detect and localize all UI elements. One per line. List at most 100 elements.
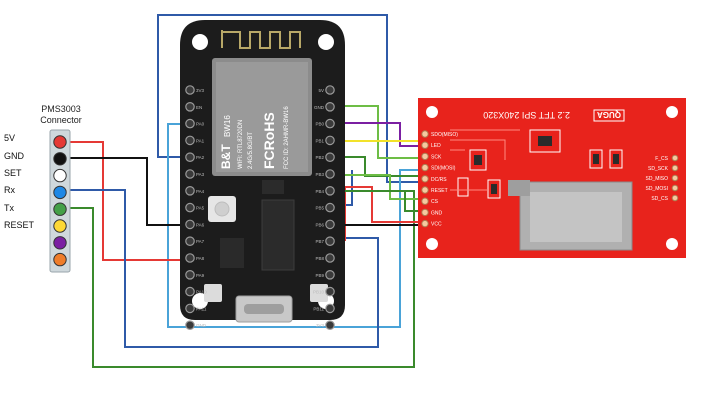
tft-pin-label: SCK xyxy=(431,154,442,160)
tft-component-2 xyxy=(469,149,487,171)
tft-brand: QUGA xyxy=(597,110,621,119)
tft-component-4 xyxy=(589,149,603,169)
mcu-pin xyxy=(185,219,195,230)
tft-pin xyxy=(421,163,429,172)
tft-mount-hole-bl xyxy=(426,238,438,250)
tft-pin xyxy=(421,219,429,228)
mcu-pin xyxy=(325,219,335,230)
mcu-pin-label: PB7 xyxy=(315,239,324,244)
mcu-pin xyxy=(185,253,195,263)
mcu-model: BW16 xyxy=(223,115,232,137)
connector-pin-dot xyxy=(53,252,67,267)
sd-pin-label: SD_MISO xyxy=(645,176,668,182)
connector-title: PMS3003 Connector xyxy=(26,104,96,126)
mcu-pin-label: PA0 xyxy=(196,122,205,127)
mcu-pin-label: PB11 xyxy=(313,306,324,311)
mcu-pin xyxy=(185,202,195,213)
connector-title-line1: PMS3003 xyxy=(41,104,81,114)
tft-display-board: 2.2 TFT SPI 240X320 QUGA SDO(MISO)LEDSCK… xyxy=(418,98,686,258)
regulator-chip xyxy=(220,238,244,268)
sd-pin xyxy=(671,194,679,202)
mcu-cert: FCRoHS xyxy=(261,112,277,169)
mcu-pin-label: PB0 xyxy=(315,122,324,127)
mcu-pin xyxy=(185,320,195,330)
mcu-board: B&T BW16 WIFI: RTL8720DN 2.4G/5.8G/BT FC… xyxy=(180,20,345,330)
tft-pin-label: GND xyxy=(431,210,443,216)
mcu-pin-label: 3V3 xyxy=(316,323,325,328)
mcu-pin-label: EN xyxy=(196,105,202,110)
mcu-pin-label: PA5 xyxy=(196,206,205,211)
wire-lightgreen-2 xyxy=(330,174,425,200)
tft-pin xyxy=(421,175,429,183)
mcu-pin xyxy=(185,286,195,297)
connector-pin-label-tx: Tx xyxy=(4,203,14,213)
mcu-pin xyxy=(325,303,335,314)
tft-component-6 xyxy=(457,177,469,197)
mcu-pin-label: PB10 xyxy=(313,290,325,295)
mount-hole-tl xyxy=(192,34,208,50)
mcu-pin xyxy=(185,135,195,146)
mcu-pin-label: 5V xyxy=(318,88,324,93)
mcu-right-pins: 5VGNDPB0PB1PB2PB3PB4PB5PB6PB7PB8PB9PB10P… xyxy=(313,85,335,330)
pms3003-connector xyxy=(49,129,71,273)
mcu-pin xyxy=(325,169,335,179)
connector-pin-dot xyxy=(53,236,67,250)
tft-pin-label: DC/RS xyxy=(431,177,447,183)
mcu-pin xyxy=(185,102,195,112)
wire-blue-top xyxy=(157,14,425,183)
tft-pin-label: VCC xyxy=(431,222,442,228)
sd-pin xyxy=(671,184,679,192)
mcu-pin-label: PA10 xyxy=(196,290,207,295)
tft-component-5 xyxy=(609,149,623,169)
mcu-pin-label: PB1 xyxy=(315,138,324,143)
sd-pin-label: SD_SCK xyxy=(648,166,669,172)
tft-component-1 xyxy=(529,129,561,153)
tft-pin-label: LED xyxy=(431,143,441,149)
mcu-brand: B&T xyxy=(219,144,233,169)
mcu-pin xyxy=(325,320,335,330)
mcu-pin xyxy=(325,286,335,297)
connector-pin-dot xyxy=(53,135,67,149)
mcu-pin-label: 3V3 xyxy=(196,88,205,93)
mcu-pin xyxy=(185,118,195,129)
mcu-pin-label: GND xyxy=(314,105,325,110)
mcu-pin xyxy=(325,135,335,146)
mcu-pin-label: PA8 xyxy=(196,256,205,261)
tft-pin-label: SDI(MOSI) xyxy=(431,166,456,172)
boot-button-right[interactable] xyxy=(310,284,328,302)
tft-pin xyxy=(421,197,429,205)
tft-pin xyxy=(421,208,429,217)
wire-darkgreen xyxy=(330,190,425,212)
tft-pin xyxy=(421,152,429,161)
wire-green xyxy=(330,156,425,177)
tft-pin-label: SDO(MISO) xyxy=(431,132,458,138)
connector-pin-label-set: SET xyxy=(4,168,22,178)
tft-pin xyxy=(421,186,429,194)
antenna-icon xyxy=(221,30,301,49)
mcu-pin-label: GND xyxy=(196,323,207,328)
tft-mount-hole-tr xyxy=(666,106,678,118)
mcu-left-pins: 3V3ENPA0PA1PA2PA3PA4PA5PA6PA7PA8PA9PA10P… xyxy=(185,85,207,330)
sd-pin-label: F_CS xyxy=(655,156,668,162)
connector-pin-label-rx: Rx xyxy=(4,185,15,195)
connector-pin-dot xyxy=(53,152,67,166)
wire-red-5v xyxy=(68,141,190,261)
mcu-pin-label: PB9 xyxy=(315,273,324,278)
mcu-pin xyxy=(325,152,335,162)
mcu-pin xyxy=(325,202,335,213)
boot-button-left[interactable] xyxy=(204,284,222,302)
connector-pin-label-gnd: GND xyxy=(4,151,24,161)
tft-pin-label: CS xyxy=(431,199,439,205)
wire-black-gnd xyxy=(68,157,190,226)
mcu-pin xyxy=(325,253,335,263)
mcu-pin-label: PB5 xyxy=(315,206,324,211)
sd-pin xyxy=(671,154,679,162)
mcu-pin-label: PB6 xyxy=(315,222,324,227)
mcu-pin xyxy=(325,102,335,112)
sd-pin xyxy=(671,174,679,182)
tft-pin xyxy=(421,141,429,149)
module-labels: B&T BW16 WIFI: RTL8720DN 2.4G/5.8G/BT FC… xyxy=(219,106,290,169)
mcu-pin xyxy=(325,118,335,129)
mcu-pin xyxy=(185,85,195,95)
mcu-fcc-line: FCC ID: 2AHMR-BW16 xyxy=(284,106,290,169)
